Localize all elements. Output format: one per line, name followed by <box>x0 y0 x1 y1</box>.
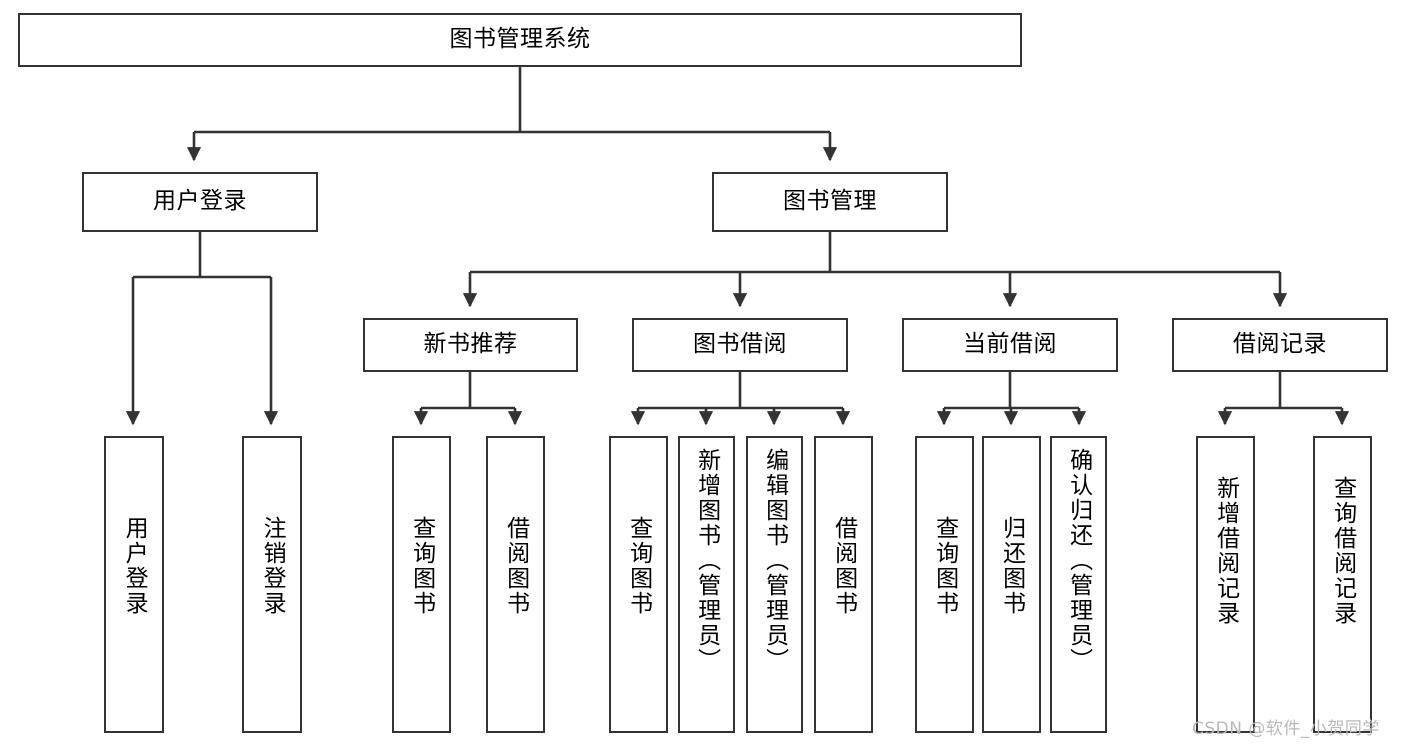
leaf-query-book-1-label: 查询图书 <box>408 516 435 616</box>
leaf-user-login-label: 用户登录 <box>121 516 148 616</box>
node-new-book-recommend[interactable]: 新书推荐 <box>363 318 578 372</box>
watermark-text: CSDN @软件_小贺同学 <box>1192 719 1380 739</box>
node-current-borrow[interactable]: 当前借阅 <box>902 318 1118 372</box>
leaf-query-record[interactable]: 查询借阅记录 <box>1313 436 1372 733</box>
leaf-borrow-book-1-label: 借阅图书 <box>502 516 529 616</box>
leaf-query-book-3-label: 查询图书 <box>931 516 958 616</box>
leaf-user-login[interactable]: 用户登录 <box>104 436 164 733</box>
leaf-query-book-2[interactable]: 查询图书 <box>609 436 668 733</box>
node-book-management-label: 图书管理 <box>783 188 877 215</box>
leaf-borrow-book-2-label: 借阅图书 <box>830 516 857 616</box>
node-book-management[interactable]: 图书管理 <box>712 172 948 232</box>
node-user-login-label: 用户登录 <box>153 188 247 215</box>
node-book-borrow[interactable]: 图书借阅 <box>632 318 848 372</box>
leaf-return-book[interactable]: 归还图书 <box>982 436 1041 733</box>
node-current-borrow-label: 当前借阅 <box>963 331 1057 358</box>
node-book-borrow-label: 图书借阅 <box>693 331 787 358</box>
leaf-query-book-2-label: 查询图书 <box>625 516 652 616</box>
leaf-add-book-label: 新增图书（管理员） <box>693 448 720 673</box>
node-new-book-recommend-label: 新书推荐 <box>423 331 518 358</box>
leaf-borrow-book-1[interactable]: 借阅图书 <box>486 436 545 733</box>
leaf-add-record[interactable]: 新增借阅记录 <box>1196 436 1255 733</box>
leaf-query-record-label: 查询借阅记录 <box>1329 476 1356 626</box>
node-root[interactable]: 图书管理系统 <box>18 13 1022 67</box>
node-root-label: 图书管理系统 <box>449 26 591 53</box>
leaf-add-book[interactable]: 新增图书（管理员） <box>678 436 735 733</box>
leaf-edit-book[interactable]: 编辑图书（管理员） <box>746 436 803 733</box>
leaf-confirm-return-label: 确认归还（管理员） <box>1065 448 1092 673</box>
leaf-borrow-book-2[interactable]: 借阅图书 <box>814 436 873 733</box>
leaf-confirm-return[interactable]: 确认归还（管理员） <box>1050 436 1107 733</box>
node-borrow-record-label: 借阅记录 <box>1233 331 1327 358</box>
leaf-query-book-1[interactable]: 查询图书 <box>392 436 451 733</box>
leaf-query-book-3[interactable]: 查询图书 <box>915 436 974 733</box>
node-borrow-record[interactable]: 借阅记录 <box>1172 318 1388 372</box>
leaf-user-logout-label: 注销登录 <box>259 516 286 616</box>
leaf-edit-book-label: 编辑图书（管理员） <box>761 448 788 673</box>
leaf-return-book-label: 归还图书 <box>998 516 1025 616</box>
leaf-user-logout[interactable]: 注销登录 <box>242 436 302 733</box>
leaf-add-record-label: 新增借阅记录 <box>1212 476 1239 626</box>
node-user-login[interactable]: 用户登录 <box>82 172 318 232</box>
